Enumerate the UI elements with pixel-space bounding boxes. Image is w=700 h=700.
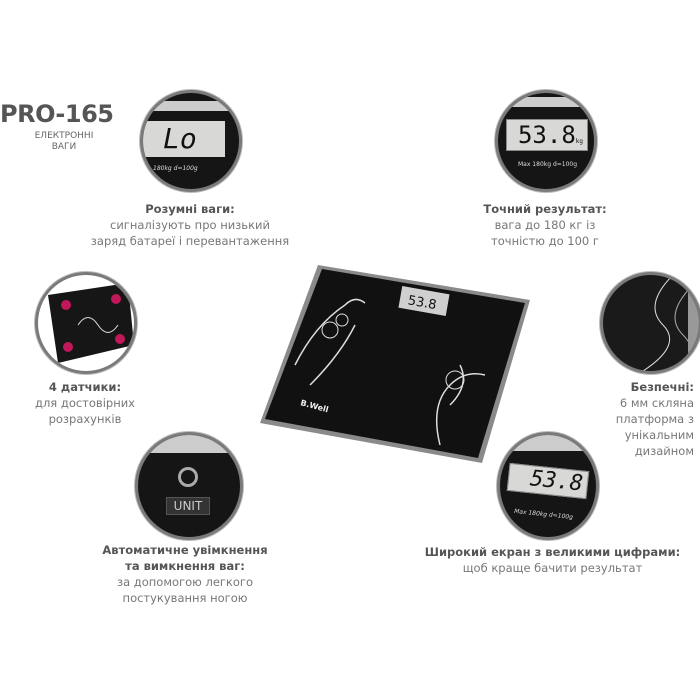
feature-text: розрахунків [48,412,122,426]
feature-title: Розумні ваги: [145,202,235,216]
lcd-unit: kg [575,138,583,145]
feature-smart: Розумні ваги: сигналізують про низький з… [60,201,320,249]
lcd-display: 53.8kg [506,119,588,151]
feature-text: 6 мм скляна [619,396,694,410]
scale-product-image: 53.8 B.Well [260,265,530,463]
feature-text: дизайном [634,444,694,458]
feature-title: Точний результат: [483,202,607,216]
feature-text: платформа з [615,412,694,426]
feature-title: Безпечні: [630,380,694,394]
scale-top-view-icon [48,283,134,363]
low-battery-display-photo: Lo 180kg d=100g [140,90,242,192]
unit-button-label: UNIT [166,497,210,515]
feature-text: за допомогою легкого [116,575,253,589]
weight-display-photo: 53.8kg Max 180kg d=100g [495,90,597,192]
feature-text: для достовірних [35,396,135,410]
subtitle-line: ЕЛЕКТРОННІ [34,131,94,141]
feature-title: та вимкнення ваг: [125,559,245,573]
spec-text: 180kg d=100g [153,165,198,172]
feature-auto-power: Автоматичне увімкнення та вимкнення ваг:… [55,542,315,606]
unit-button-photo: UNIT [135,432,243,540]
sensors-photo [35,272,137,374]
feature-title: Широкий екран з великими цифрами: [424,545,681,559]
feature-safety: Безпечні: 6 мм скляна платформа з унікал… [580,379,700,459]
lcd-value: 53.8 [517,121,576,149]
feature-wide-screen: Широкий екран з великими цифрами: щоб кр… [405,544,700,576]
glass-platform-photo [600,272,700,374]
feature-title: Автоматичне увімкнення [102,543,268,557]
feature-sensors: 4 датчики: для достовірних розрахунків [10,379,160,427]
power-button-icon [178,467,198,487]
subtitle-line: ВАГИ [51,142,77,152]
scale-lcd [398,285,450,317]
scale-lcd-value: 53.8 [407,293,438,313]
feature-text: постукування ногою [122,591,248,605]
feature-accuracy: Точний результат: вага до 180 кг із точн… [430,201,660,249]
floral-pattern-icon [642,275,699,371]
feature-text: унікальним [624,428,694,442]
model-title: PRO-165 [0,100,114,128]
spec-text: Max 180kg d=100g [518,161,578,168]
feature-text: сигналізують про низький [110,218,270,232]
lcd-display: Lo [143,121,225,157]
feature-title: 4 датчики: [48,380,122,394]
lcd-display: 53.8 [506,462,590,500]
spec-text: Max 180kg d=100g [513,507,574,522]
model-subtitle: ЕЛЕКТРОННІ ВАГИ [28,131,100,153]
feature-text: вага до 180 кг із [494,218,596,232]
feature-text: точністю до 100 г [491,234,599,248]
feature-text: заряд батареї і перевантаження [90,234,290,248]
wide-screen-photo: 53.8 Max 180kg d=100g [497,432,599,540]
feature-text: щоб краще бачити результат [462,561,643,575]
